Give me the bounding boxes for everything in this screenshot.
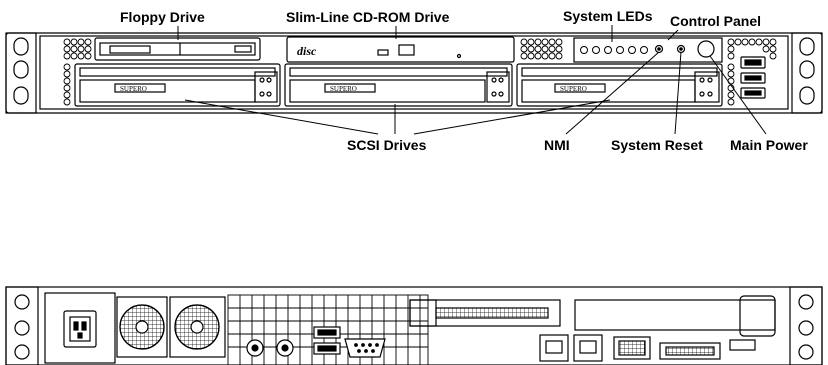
scsi-callout-line-3 <box>413 99 611 135</box>
lan-port-2 <box>573 334 603 362</box>
left-ear-hole-top <box>13 37 29 56</box>
left-ear-hole-bottom <box>13 86 29 105</box>
rear-right-ear <box>789 286 823 365</box>
control-panel <box>573 37 723 63</box>
right-rack-ear <box>791 32 823 114</box>
callout-lines <box>177 25 767 135</box>
control-panel-callout-line <box>667 29 679 41</box>
rear-fan-2 <box>169 296 226 358</box>
floppy-drive-label: Floppy Drive <box>120 9 205 25</box>
nmi-label: NMI <box>544 137 570 153</box>
rear-panel <box>5 286 823 365</box>
cdrom-logo: disc <box>297 44 317 58</box>
drive-tray-3-brand: SUPERO <box>560 85 587 93</box>
rear-fan-1 <box>116 296 168 358</box>
scsi-connector <box>659 342 721 360</box>
scsi-drives-label: SCSI Drives <box>347 137 427 153</box>
scsi-drive-tray-1: SUPERO <box>74 63 281 107</box>
left-ear-hole-middle <box>13 60 29 79</box>
front-bezel <box>39 35 789 110</box>
main-power-label: Main Power <box>730 137 808 153</box>
cdrom-eject-button[interactable] <box>398 44 415 56</box>
serial-port <box>344 338 386 358</box>
power-inlet <box>63 310 97 348</box>
nmi-callout-line <box>565 51 660 135</box>
front-vent-right <box>727 38 777 106</box>
floppy-drive <box>94 37 261 61</box>
reset-callout-line <box>674 51 682 135</box>
front-usb-ports <box>740 56 766 99</box>
front-vent-middle <box>520 38 563 60</box>
power-callout-line <box>709 55 767 135</box>
cdrom-drive: disc <box>286 36 515 63</box>
front-vent-left <box>63 38 92 106</box>
control-panel-label: Control Panel <box>670 13 762 29</box>
drive-tray-2-brand: SUPERO <box>330 85 357 93</box>
left-rack-ear <box>5 32 37 114</box>
scsi-drive-tray-2: SUPERO <box>284 63 513 107</box>
drive-tray-1-brand: SUPERO <box>120 85 147 93</box>
front-panel: disc <box>5 32 823 114</box>
power-supply <box>44 292 116 364</box>
right-ear-hole-top <box>799 37 815 56</box>
rear-lan-ports <box>539 334 651 362</box>
cdrom-led <box>377 49 389 56</box>
scsi-callout-line-1 <box>184 99 379 135</box>
right-ear-hole-middle <box>799 60 815 79</box>
system-leds <box>580 46 648 54</box>
main-power-button[interactable] <box>697 40 715 58</box>
rear-left-ear <box>5 286 39 365</box>
rear-io-ports <box>246 326 386 358</box>
lan-port-1 <box>539 334 569 362</box>
rear-right-section <box>574 295 776 360</box>
system-reset-label: System Reset <box>611 137 703 153</box>
right-ear-hole-bottom <box>799 86 815 105</box>
cdrom-emergency-eject-hole <box>456 53 462 59</box>
scsi-drive-tray-3: SUPERO <box>516 63 723 107</box>
cdrom-drive-label: Slim-Line CD-ROM Drive <box>286 9 450 25</box>
expansion-card-slot <box>409 299 561 327</box>
system-leds-label: System LEDs <box>563 8 653 24</box>
